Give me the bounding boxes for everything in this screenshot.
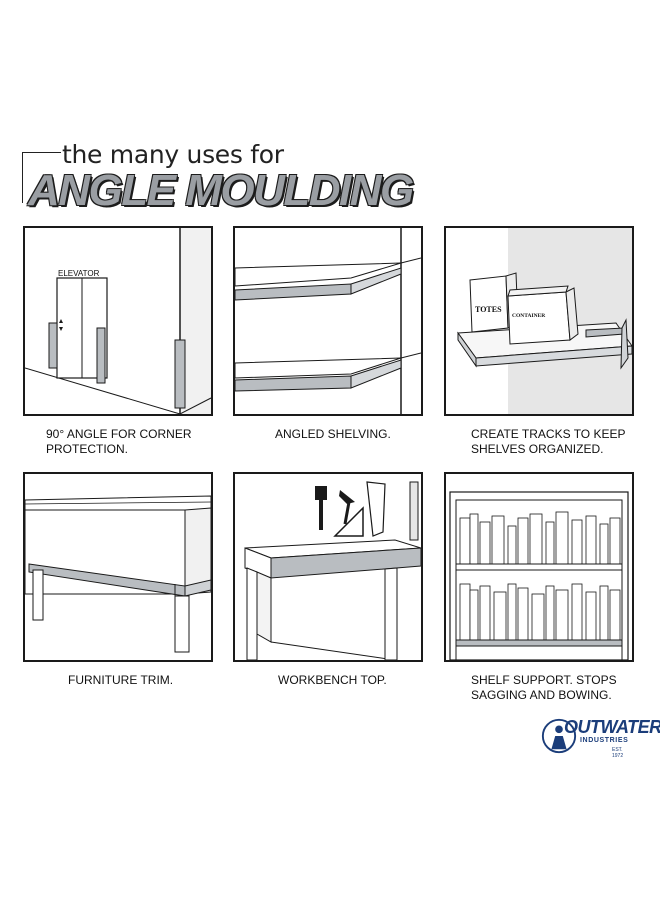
workbench-illustration (244, 481, 421, 660)
caption-shelf-support: SHELF SUPPORT. STOPS SAGGING AND BOWING. (471, 673, 617, 702)
logo-est-text: EST. 1972 (612, 747, 624, 759)
panel-angled-shelving (233, 226, 423, 416)
panel-tracks: TOTES CONTAINER (444, 226, 634, 416)
logo-brand-text: OUTWATER (564, 717, 660, 737)
caption-corner-protection: 90° ANGLE FOR CORNER PROTECTION. (46, 427, 192, 456)
furniture-trim-illustration (25, 495, 211, 653)
title-subheading: the many uses for (62, 140, 284, 169)
panel-corner-protection: ELEVATOR (23, 226, 213, 416)
caption-tracks: CREATE TRACKS TO KEEP SHELVES ORGANIZED. (471, 427, 626, 456)
title-bracket (22, 152, 61, 203)
container-label: CONTAINER (512, 313, 546, 319)
caption-workbench-top: WORKBENCH TOP. (278, 673, 387, 687)
outwater-logo: OUTWATER INDUSTRIES EST. 1972 (540, 715, 660, 763)
totes-label: TOTES (475, 305, 502, 314)
panel-workbench-top (233, 472, 423, 662)
page-title: ANGLE MOULDING (28, 166, 414, 215)
panel-furniture-trim (23, 472, 213, 662)
tracks-illustration: TOTES CONTAINER (457, 228, 632, 414)
logo-sub-text: INDUSTRIES (580, 737, 629, 744)
shelf-support-illustration (449, 491, 629, 660)
panel-shelf-support (444, 472, 634, 662)
angled-shelving-illustration (235, 228, 421, 414)
caption-furniture-trim: FURNITURE TRIM. (68, 673, 174, 687)
corner-protection-illustration: ELEVATOR (25, 228, 211, 414)
elevator-sign: ELEVATOR (58, 269, 100, 278)
logo-emblem-icon (541, 718, 577, 754)
caption-angled-shelving: ANGLED SHELVING. (275, 427, 391, 441)
